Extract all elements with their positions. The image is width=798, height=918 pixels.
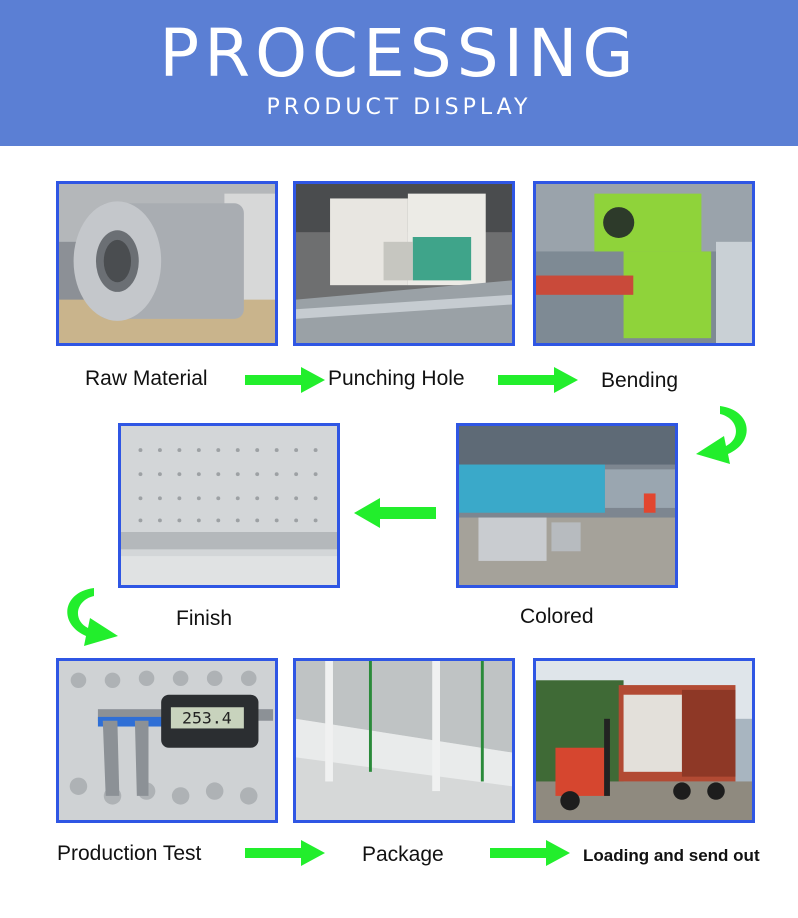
raw-material-photo <box>56 181 278 346</box>
page-title: PROCESSING <box>159 15 639 92</box>
arrow-right-icon <box>245 840 325 866</box>
package-photo <box>293 658 515 823</box>
production-test-photo: 253.4 <box>56 658 278 823</box>
loading-photo <box>533 658 755 823</box>
caliper-reading: 253.4 <box>182 709 232 728</box>
punching-hole-photo <box>293 181 515 346</box>
step-label-package: Package <box>362 843 444 866</box>
arrow-right-icon <box>498 367 578 393</box>
curved-arrow-down-right-icon <box>67 588 118 646</box>
colored-photo <box>456 423 678 588</box>
step-label-punching-hole: Punching Hole <box>328 367 465 390</box>
arrow-right-icon <box>490 840 570 866</box>
bending-photo <box>533 181 755 346</box>
arrow-right-icon <box>245 367 325 393</box>
curved-arrow-down-left-icon <box>696 406 747 464</box>
step-label-production-test: Production Test <box>57 842 202 865</box>
finish-photo <box>118 423 340 588</box>
page-subtitle: PRODUCT DISPLAY <box>266 95 532 120</box>
step-label-colored: Colored <box>520 605 594 628</box>
header-banner: PROCESSING PRODUCT DISPLAY <box>0 0 798 146</box>
step-label-bending: Bending <box>601 369 679 392</box>
step-label-finish: Finish <box>176 607 233 630</box>
step-label-raw-material: Raw Material <box>85 367 208 390</box>
arrow-left-icon <box>354 498 436 528</box>
step-label-loading: Loading and send out <box>583 846 760 865</box>
